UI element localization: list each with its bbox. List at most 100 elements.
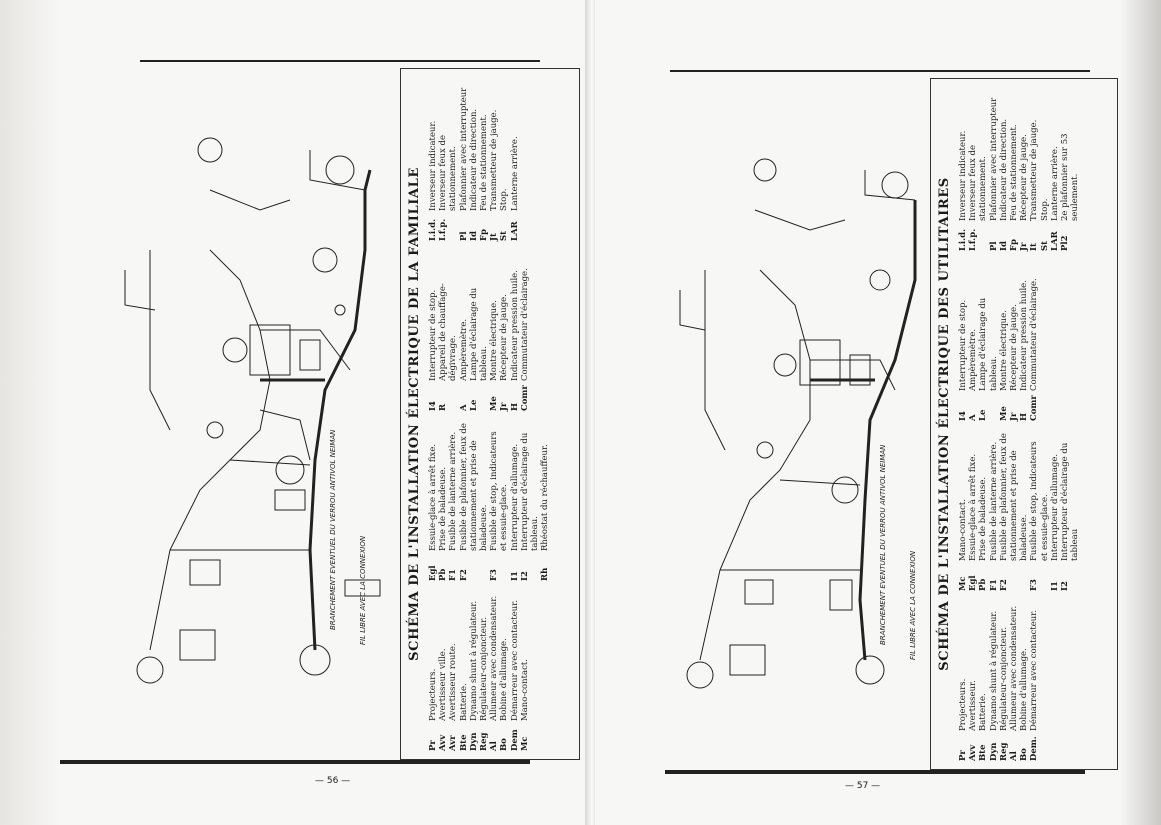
legend-code: I2 [519,571,530,581]
legend-code: LAR [1049,231,1060,251]
legend-code: Reg [998,742,1009,761]
legend-code: I1 [509,571,520,581]
legend-row: I2 Interrupteur d'éclairage du tableau. [520,417,540,581]
legend-description: Lampe d'éclairage du tableau. [978,297,999,391]
legend-table-left: SCHÉMA DE L'INSTALLATION ÉLECTRIQUE DE L… [401,69,554,759]
legend-description: Feu de stationnement. [1009,124,1020,221]
legend-code: Bo [1019,748,1030,761]
legend-code: Me [489,396,500,411]
legend-description: Interrupteur d'éclairage du tableau. [519,432,541,551]
legend-row: Comr Commutateur d'éclairage. [1029,257,1039,421]
legend-description: Fusible de stop, indicateurs et essuie-g… [1029,441,1050,561]
legend-row: LAR Lanterne arrière. [510,77,520,241]
legend-description: Avertisseur ville. [438,648,449,721]
legend-code: LAR [509,221,520,241]
page-edge-shadow [0,0,58,825]
legend-code: I4 [958,411,968,421]
legend-description: Lanterne arrière. [509,136,520,211]
legend-code: F2 [998,579,1009,591]
legend-code: I1 [1049,581,1060,591]
legend-column: I.i.d. Inverseur indicateur.I.f.p.Inverse… [428,77,550,241]
legend-description: Interrupteur d'allumage. [1049,453,1060,561]
legend-row: Egl Essuie-glace à arrêt fixe. [428,417,438,581]
legend-description: Récepteur de jauge. [1019,134,1030,221]
legend-description: Projecteurs. [428,668,438,721]
legend-code: A [458,404,469,411]
legend-table-right: SCHÉMA DE L'INSTALLATION ÉLECTRIQUE DES … [931,79,1084,769]
legend-code: Egl [428,565,438,581]
legend-row: Jt Transmetteur de jauge. [489,77,499,241]
legend-code: Comr [1029,395,1040,421]
legend-description: Inverseur feux de stationnement. [968,145,989,221]
legend-description: Avertisseur route. [448,643,459,721]
legend-description: Régulateur-conjoncteur. [479,616,490,721]
diagram-label-fil: FIL LIBRE AVEC LA CONNEXION [909,550,917,660]
legend-code: Jt [489,233,500,241]
legend-row: I.i.d.Inverseur indicateur. [958,87,968,251]
diagram-label-fil: FIL LIBRE AVEC LA CONNEXION [359,535,367,645]
legend-code: I.f.p. [438,218,449,241]
legend-description: Ampèremètre. [458,318,469,381]
legend-description: Feu de stationnement. [479,114,490,211]
legend-row: I1 Interrupteur d'allumage. [1050,427,1060,591]
legend-code: I4 [428,401,438,411]
legend-description: Appareil de chauffage-dégivrage. [438,283,459,381]
legend-description: Mano-contact. [519,659,530,721]
right-page: BRANCHEMENT EVENTUEL DU VERROU ANTIVOL N… [595,0,1161,825]
legend-code: Le [978,409,989,421]
top-rule [140,60,540,62]
legend-code: Comr [519,385,530,411]
legend-description: Interrupteur d'allumage. [509,443,520,551]
legend-description: Démarreur avec contacteur. [509,599,520,721]
bottom-rule [60,760,530,764]
legend-description: Dynamo shunt à régulateur. [988,610,999,731]
legend-code: H [1019,412,1030,421]
legend-code: Jr [1009,412,1020,422]
page-title: SCHÉMA DE L'INSTALLATION ÉLECTRIQUE DES … [937,177,952,671]
page-number: — 56 — [315,776,351,786]
legend-description: Ampèremètre. [968,328,979,391]
legend-row: H Indicateur pression huile. [1019,257,1029,421]
legend-description: Lampe d'éclairage du tableau. [468,287,490,381]
legend-description: Transmetteur de jauge. [489,109,500,211]
legend-code: I.i.d. [428,218,438,241]
legend-description: Transmetteur de jauge. [1029,119,1040,221]
legend-description: Indicateur pression huile. [1019,280,1030,391]
legend-description: Essuie-glace à arrêt fixe. [428,443,438,551]
legend-description: Rhéostat du réchauffeur. [540,444,551,551]
legend-row: I.i.d. Inverseur indicateur. [428,77,438,241]
legend-description: Commutateur d'éclairage. [1029,278,1040,391]
bottom-rule [665,770,1085,774]
legend-description: Allumeur avec condensateur. [489,595,500,721]
legend-description: Plafonnier avec interrupteur [988,97,999,221]
legend-description: Inverseur indicateur. [428,120,438,211]
legend-code: I2 [1060,581,1071,591]
legend-description: Batterie. [458,683,469,721]
legend-code: Pr [428,740,438,751]
legend-code: F2 [458,569,469,581]
